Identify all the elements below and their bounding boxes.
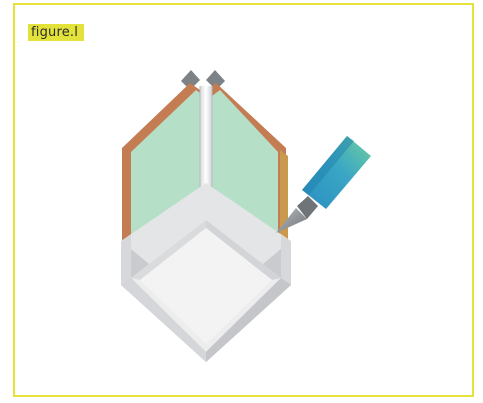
figure-label: figure.l	[28, 24, 85, 41]
sealant-gun-icon	[276, 136, 371, 233]
corner-trim	[121, 183, 291, 362]
top-caps	[181, 70, 225, 90]
center-post	[199, 86, 213, 192]
